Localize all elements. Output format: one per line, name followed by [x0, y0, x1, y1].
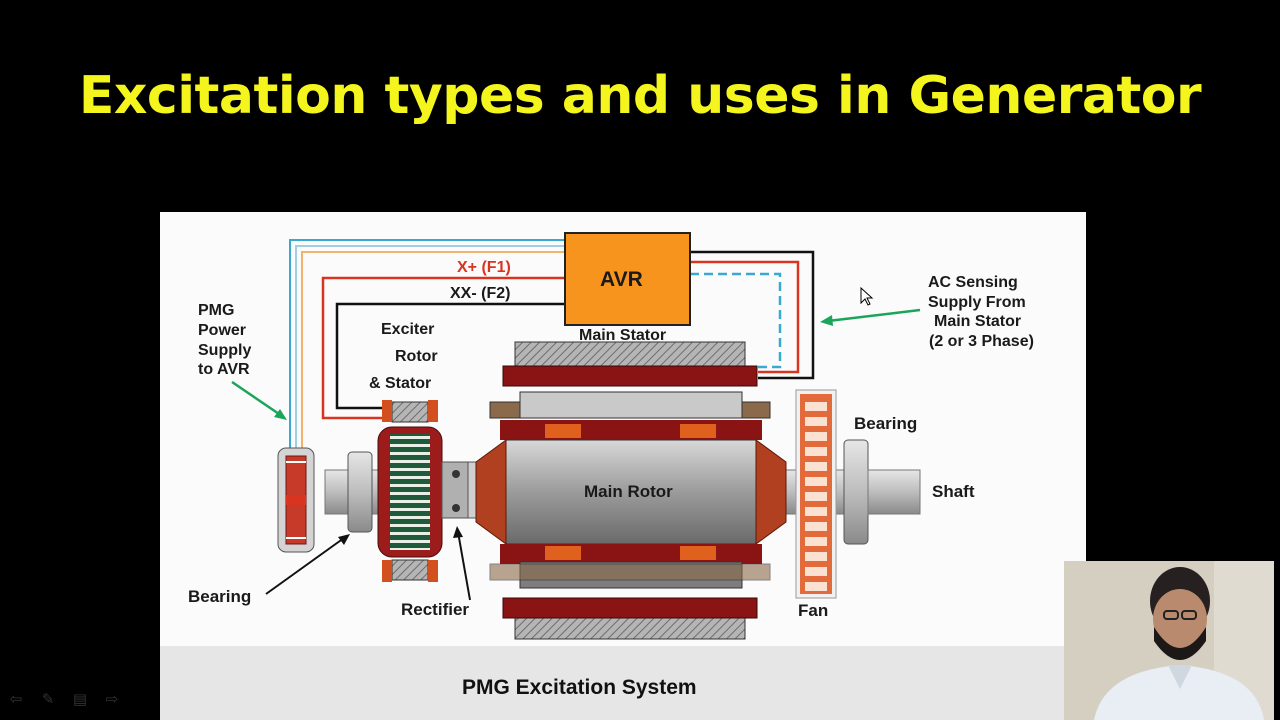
wire-x-plus — [321, 276, 565, 420]
ac-sensing-label-3: Main Stator — [934, 313, 1021, 330]
pmg-label-3: Supply — [198, 342, 251, 359]
right-bearing — [843, 439, 869, 545]
exciter-label-3: & Stator — [369, 375, 431, 392]
exciter-label-2: Rotor — [395, 348, 438, 365]
menu-icon[interactable]: ▤ — [72, 690, 88, 708]
slide-title: Excitation types and uses in Generator — [78, 66, 1202, 126]
exciter-label-1: Exciter — [381, 321, 434, 338]
presenter-figure — [1064, 561, 1274, 720]
slide-toolbar: ⇦ ✎ ▤ ⇨ — [6, 690, 122, 708]
ac-sensing-label-2: Supply From — [928, 294, 1026, 311]
wire-sense-black — [690, 250, 815, 380]
diagram-caption: PMG Excitation System — [462, 676, 697, 699]
rectifier-arrow — [457, 531, 471, 601]
fan-unit — [795, 389, 837, 599]
main-rotor — [475, 391, 787, 589]
left-bearing — [347, 451, 373, 533]
ac-sensing-label-4: (2 or 3 Phase) — [929, 333, 1034, 350]
mouse-cursor-icon — [860, 287, 874, 306]
pen-icon[interactable]: ✎ — [41, 690, 55, 708]
main-rotor-label: Main Rotor — [584, 482, 673, 501]
ac-sensing-label-1: AC Sensing — [928, 274, 1018, 291]
shaft-end — [867, 469, 921, 515]
wire-sense-dashed — [690, 272, 782, 369]
pmg-label-1: PMG — [198, 302, 234, 319]
rectifier-label: Rectifier — [401, 600, 469, 619]
main-stator — [502, 341, 758, 640]
shaft-label: Shaft — [932, 482, 975, 501]
x-plus-label: X+ (F1) — [457, 259, 511, 276]
pmg-diagram-panel: PMG Excitation System — [160, 212, 1086, 720]
pmg-arrow — [231, 380, 283, 418]
bearing-left-label: Bearing — [188, 587, 251, 606]
wire-sense-red — [690, 260, 800, 374]
pmg-unit — [277, 447, 315, 553]
arrow-left-icon[interactable]: ⇦ — [9, 690, 23, 708]
presenter-webcam — [1064, 561, 1274, 720]
bearing-left-arrow — [265, 537, 345, 595]
caption-band — [160, 646, 1086, 720]
exciter-unit — [377, 400, 443, 582]
fan-label: Fan — [798, 601, 828, 620]
bearing-right-label: Bearing — [854, 414, 917, 433]
pmg-label-2: Power — [198, 322, 246, 339]
avr-label: AVR — [600, 268, 643, 291]
pmg-label-4: to AVR — [198, 361, 250, 378]
ac-sensing-arrow — [827, 308, 921, 323]
wire-xx-minus — [335, 302, 565, 410]
pmg-supply-wires — [289, 239, 565, 452]
pmg-diagram: AVR X+ (F1) XX- (F2) Main Stator PMG Pow… — [188, 232, 1034, 640]
xx-minus-label: XX- (F2) — [450, 285, 510, 302]
avr-box — [564, 232, 691, 326]
main-stator-label: Main Stator — [579, 327, 666, 344]
arrow-right-icon[interactable]: ⇨ — [105, 690, 119, 708]
